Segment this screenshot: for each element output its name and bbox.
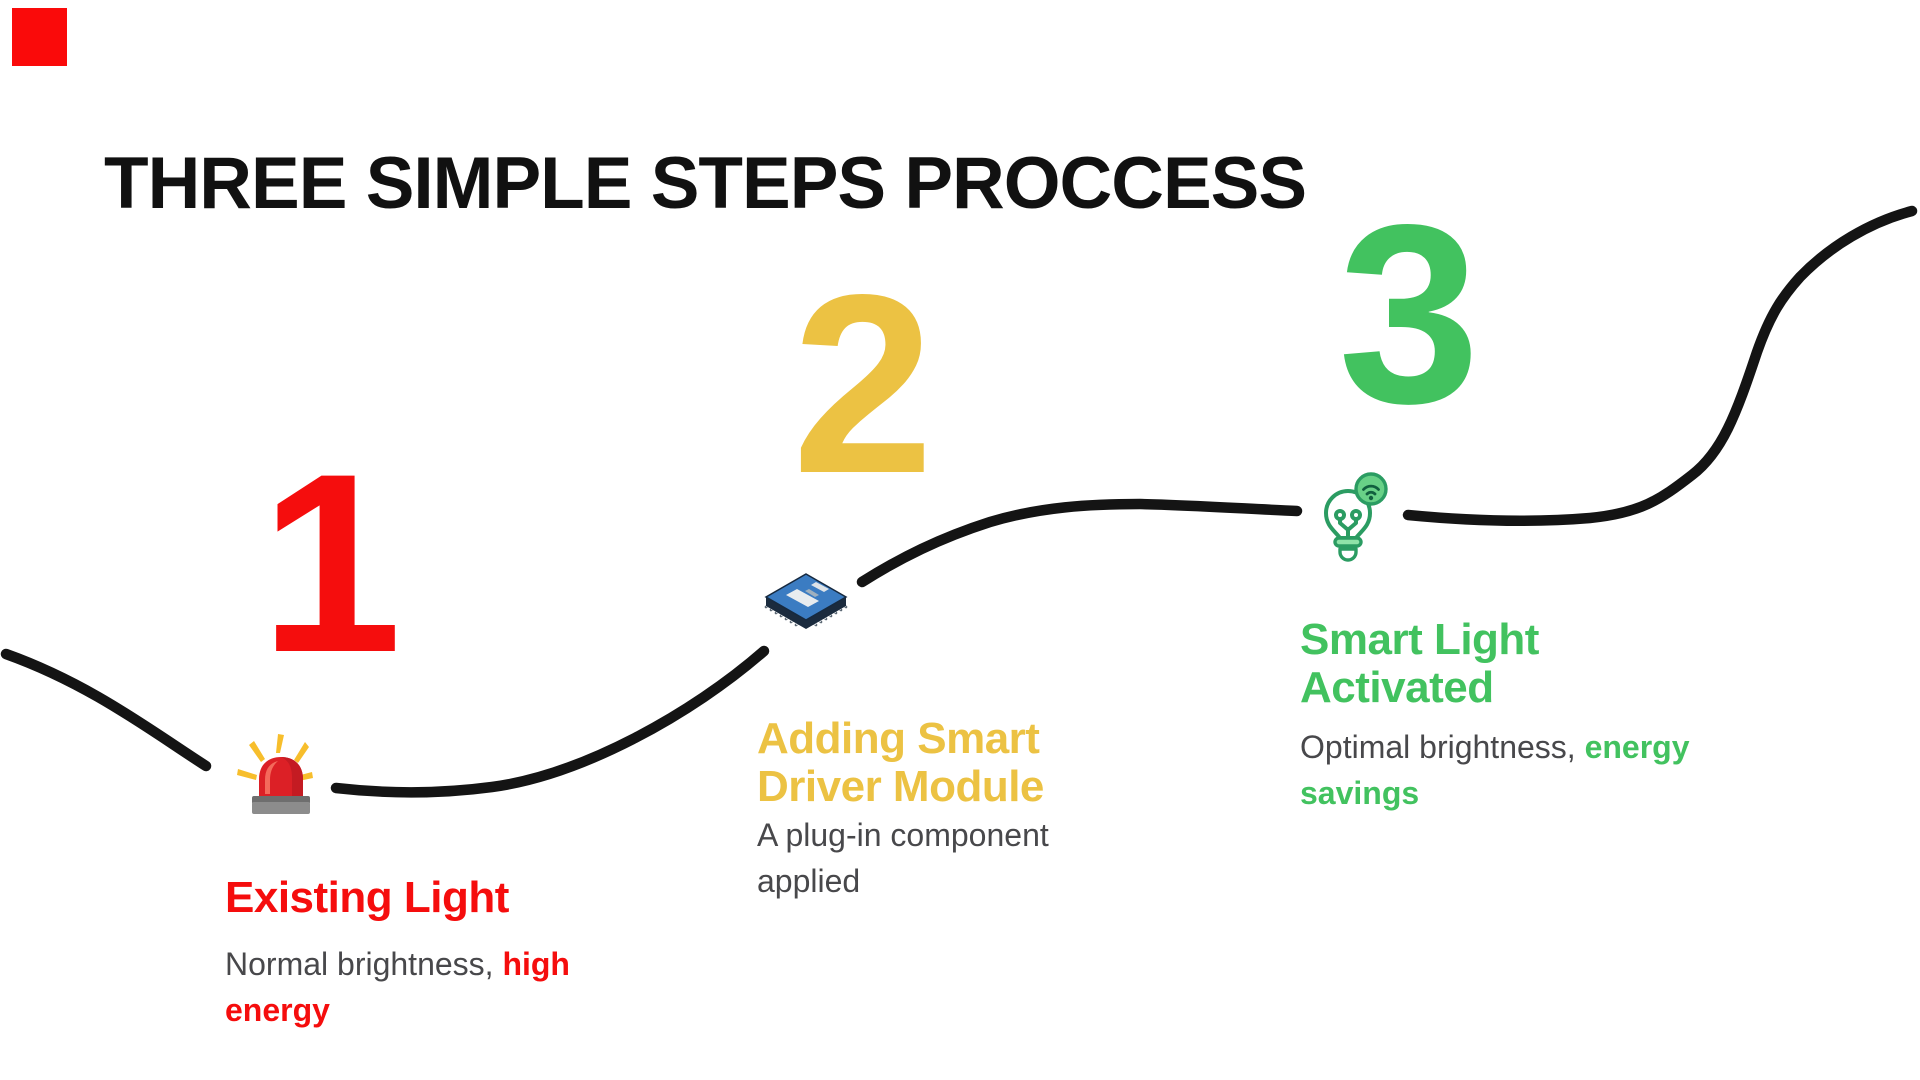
chip-module-icon [764,573,848,629]
step-2-description: A plug-in component applied [757,812,1067,904]
step-2-desc-plain: A plug-in component applied [757,817,1049,900]
step-3-desc-emphasis: energy savings [1300,729,1690,812]
siren-light-icon [237,734,313,814]
step-1-number: 1 [260,421,402,706]
step-1-description: Normal brightness, high energy [225,941,595,1033]
step-3-number: 3 [1338,172,1480,457]
step-1-desc-emphasis: high energy [225,946,570,1029]
step-1-desc-plain: Normal brightness, [225,946,503,982]
corner-accent-square [12,8,67,66]
step-3-heading: Smart Light Activated [1300,615,1539,713]
step-3-desc-plain: Optimal brightness, [1300,729,1585,765]
step-2-number: 2 [792,242,934,527]
smart-bulb-icon [1324,472,1388,562]
page-title: THREE SIMPLE STEPS PROCCESS [104,143,1307,224]
step-1-heading: Existing Light [225,873,509,922]
step-2-heading: Adding Smart Driver Module [757,714,1044,812]
step-3-description: Optimal brightness, energy savings [1300,724,1700,816]
